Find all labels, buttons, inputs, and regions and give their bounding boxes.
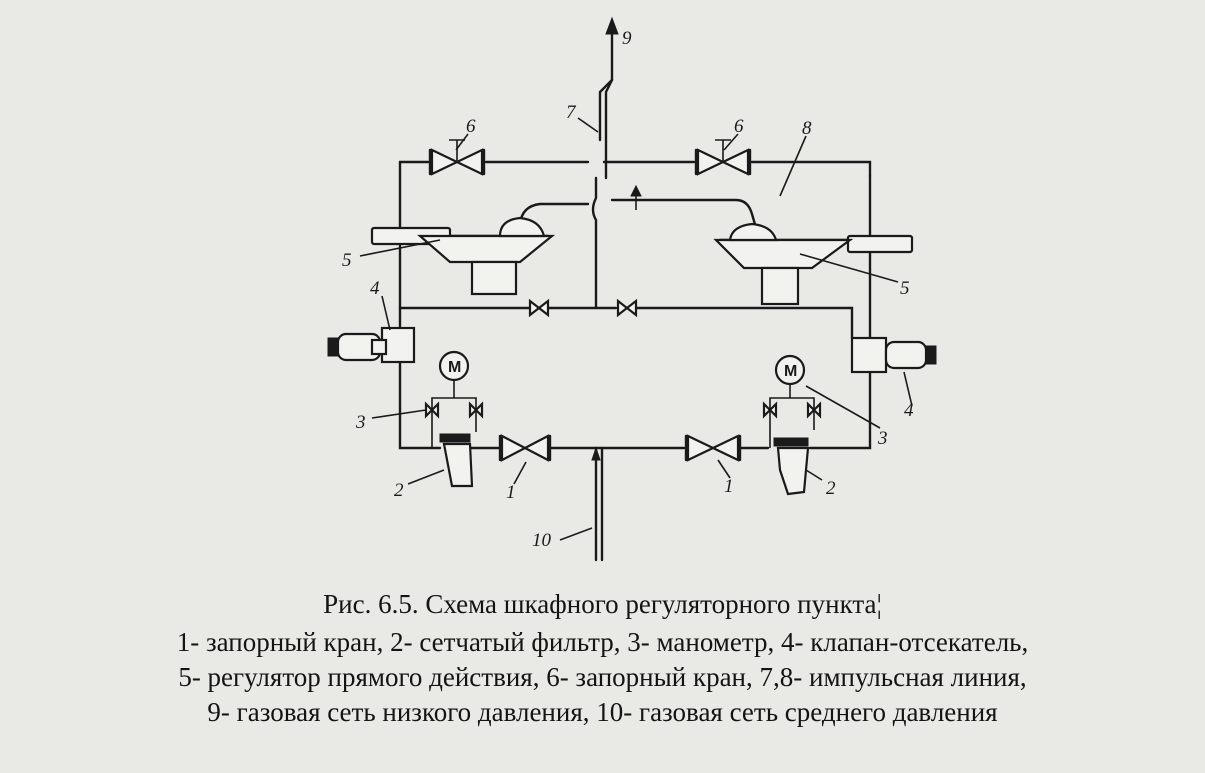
legend-line-1: 1- запорный кран, 2- сетчатый фильтр, 3-… — [176, 627, 1029, 657]
pipe-top-bypass — [398, 160, 872, 178]
regulator-5-left — [370, 216, 556, 296]
cutoff-valve-4-right — [850, 336, 937, 374]
label-3-left: 3 — [355, 412, 366, 433]
label-9: 9 — [622, 28, 632, 49]
regulator-5-right — [713, 222, 914, 306]
label-1-right: 1 — [724, 476, 734, 497]
impulse-line-8 — [610, 198, 758, 230]
small-valve-mid-right — [616, 298, 638, 318]
label-6-left: 6 — [466, 116, 476, 137]
shutoff-valve-6-right — [694, 139, 752, 176]
gauge-letter-right: M — [784, 363, 797, 380]
pipeline — [398, 16, 872, 562]
pipe-outlet-riser — [604, 28, 614, 180]
pipe-inlet — [594, 446, 604, 562]
manometer-3-right — [762, 354, 822, 448]
mesh-filter-2-left — [439, 433, 474, 488]
pipe-center-vertical — [591, 176, 598, 310]
figure-title-text: Рис. 6.5. Схема шкафного регуляторного п… — [323, 589, 877, 619]
impulse-line-7 — [598, 78, 614, 142]
pipe-left-down — [398, 360, 442, 450]
label-1-left: 1 — [506, 482, 516, 503]
shutoff-valve-1-right — [684, 434, 742, 462]
leader-lines — [359, 117, 913, 541]
shutoff-valve-6-left — [428, 139, 486, 176]
mesh-filter-2-right — [773, 437, 810, 496]
small-valve-mid-left — [528, 298, 550, 318]
label-3-right: 3 — [877, 428, 888, 449]
figure-title: Рис. 6.5. Схема шкафного регуляторного п… — [0, 588, 1205, 620]
pipe-right-down — [808, 370, 872, 450]
label-4-left: 4 — [370, 278, 380, 299]
gauge-letter-left: M — [448, 359, 461, 376]
label-5-right: 5 — [900, 278, 910, 299]
shutoff-valve-1-left — [498, 434, 552, 462]
label-5-left: 5 — [342, 250, 352, 271]
label-10: 10 — [532, 530, 552, 551]
pipe-mid-line — [398, 306, 854, 340]
label-2-right: 2 — [826, 478, 836, 499]
outlet-arrow — [605, 16, 619, 35]
legend-line-2: 5- регулятор прямого действия, 6- запорн… — [178, 662, 1027, 692]
flow-arrow-up-head — [630, 184, 642, 197]
label-8: 8 — [802, 118, 812, 139]
label-4-right: 4 — [904, 400, 914, 421]
label-6-right: 6 — [734, 116, 744, 137]
cutoff-valve-4-left — [327, 326, 416, 364]
gas-regulator-scheme: 9 7 6 6 8 5 5 4 4 3 3 2 2 1 1 10 M M — [327, 16, 937, 562]
inlet-arrow — [591, 446, 601, 461]
label-2-left: 2 — [394, 480, 404, 501]
label-7: 7 — [566, 102, 577, 123]
figure-title-mark: ¦ — [876, 589, 882, 619]
legend-line-3: 9- газовая сеть низкого давления, 10- га… — [207, 697, 998, 727]
manometer-3-left — [424, 350, 484, 448]
